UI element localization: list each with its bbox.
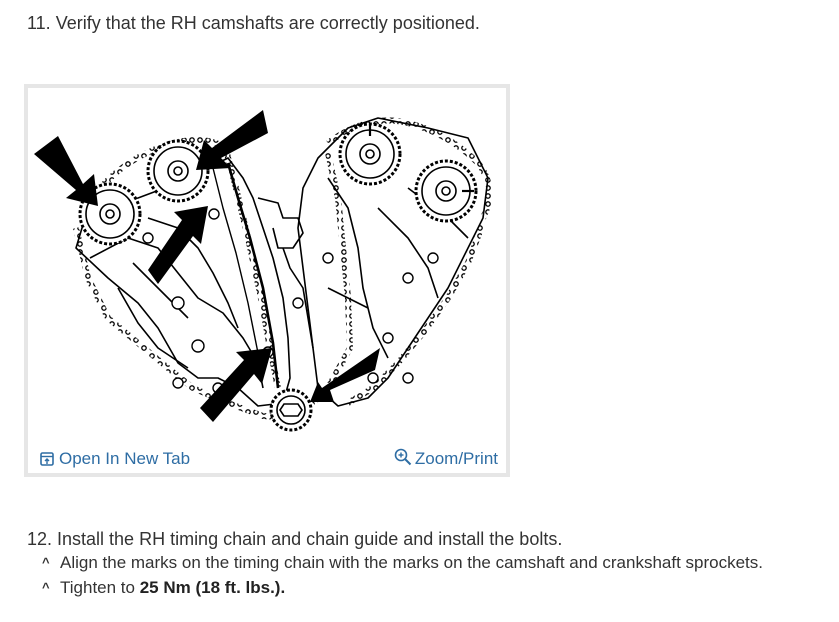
bullet-item-torque: ^ Tighten to 25 Nm (18 ft. lbs.). [42, 577, 285, 599]
figure-toolbar: Open In New Tab Zoom/Print [28, 444, 506, 473]
zoom-print-link[interactable]: Zoom/Print [394, 448, 498, 470]
torque-spec: 25 Nm (18 ft. lbs.). [139, 578, 286, 597]
step-11-text: 11. Verify that the RH camshafts are cor… [27, 13, 480, 33]
timing-chain-diagram [34, 110, 493, 432]
figure-inner: Open In New Tab Zoom/Print [28, 88, 506, 473]
open-in-new-tab-link[interactable]: Open In New Tab [40, 448, 190, 470]
bullet-item-align-marks: ^ Align the marks on the timing chain wit… [42, 552, 763, 574]
bullet-prefix: Tighten to [60, 578, 140, 597]
open-in-new-tab-icon [40, 452, 54, 466]
zoom-print-label: Zoom/Print [414, 449, 498, 468]
indicator-arrows [34, 110, 380, 422]
bullet-text: Align the marks on the timing chain with… [60, 553, 764, 572]
zoom-magnifier-icon [394, 448, 412, 466]
step-12-text: 12. Install the RH timing chain and chai… [27, 529, 563, 549]
caret-up-icon: ^ [42, 580, 50, 595]
open-in-new-tab-label: Open In New Tab [59, 449, 191, 468]
figure-frame: Open In New Tab Zoom/Print [24, 84, 510, 477]
caret-up-icon: ^ [42, 555, 50, 570]
